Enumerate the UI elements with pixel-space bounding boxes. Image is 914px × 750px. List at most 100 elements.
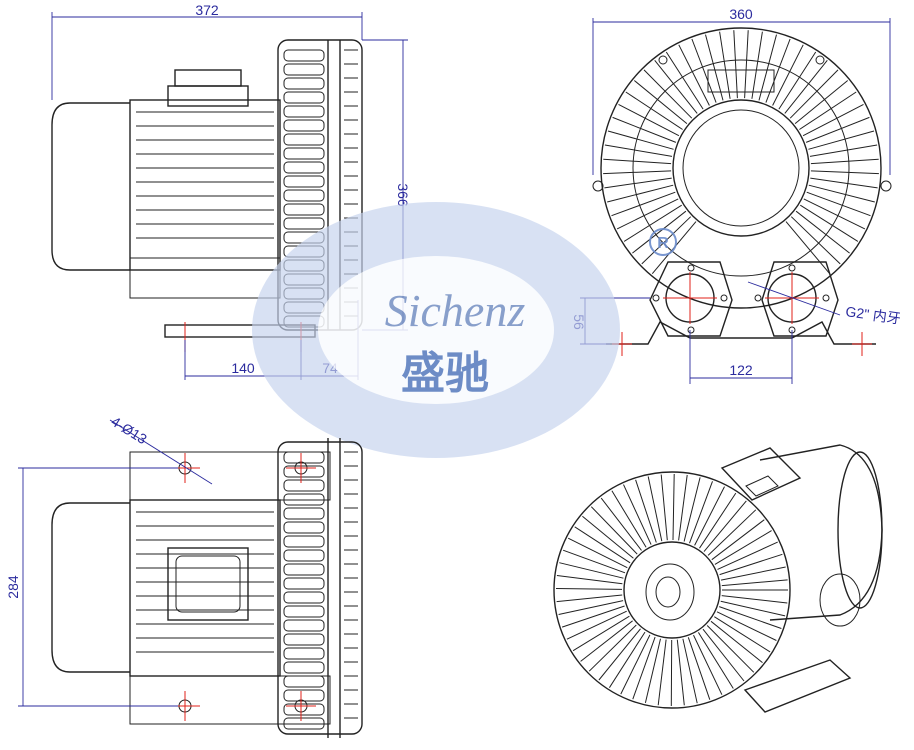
fin-line (618, 103, 680, 137)
rib (283, 217, 325, 230)
fin-line (808, 184, 875, 203)
fin-line (689, 481, 713, 544)
fin-line (806, 191, 871, 217)
fin-line (604, 177, 672, 189)
hub-outer (672, 99, 810, 237)
fin-line (758, 34, 777, 101)
fin-line (588, 624, 637, 672)
fin-line (802, 103, 864, 137)
fin-line (785, 221, 831, 275)
fin-line (603, 158, 672, 165)
rib (283, 147, 325, 160)
fin-line (706, 625, 755, 673)
rib (283, 549, 325, 562)
fin-line (635, 479, 657, 543)
fin-line (572, 615, 630, 652)
watermark-brand-cjk: 盛驰 (401, 348, 489, 399)
fin-line (691, 38, 717, 103)
fin-line (616, 198, 679, 230)
motor-fins-top (136, 511, 274, 653)
fin-line (604, 144, 673, 157)
fin-line (600, 497, 642, 551)
iso-hub-inner (645, 563, 695, 621)
fin-line (721, 579, 788, 587)
fin-line (556, 575, 623, 585)
fin-line (657, 639, 667, 706)
fin-line (697, 632, 734, 689)
fin-line (566, 610, 627, 640)
lug-top-right (815, 55, 825, 65)
motor-body (129, 99, 281, 271)
rib (283, 493, 325, 506)
fin-line (719, 31, 731, 99)
iso-base-foot (743, 659, 852, 713)
fin-line (643, 69, 693, 119)
dim-mount-span: 284 (5, 575, 21, 599)
rib (283, 563, 325, 576)
iso-hub-outer (623, 541, 721, 639)
inlet-flange (649, 261, 733, 337)
front-view: 360 56 122 G2" 内牙 (571, 6, 902, 384)
fin-line (810, 170, 879, 175)
fin-line (590, 506, 638, 555)
fin-line (620, 634, 651, 695)
fin-line (567, 537, 628, 569)
fin-line (654, 59, 698, 114)
rib (283, 605, 325, 618)
fin-line (799, 91, 857, 130)
fin-line (789, 69, 839, 119)
fin-line (574, 526, 631, 564)
fin-line (632, 210, 687, 254)
rib (283, 577, 325, 590)
fin-line (790, 216, 841, 265)
rib (283, 689, 325, 702)
rib (283, 535, 325, 548)
dim-side-width: 372 (195, 2, 219, 18)
terminal-box-top (707, 69, 775, 93)
rib (283, 175, 325, 188)
fin-line (778, 51, 817, 110)
rib (283, 675, 325, 688)
lug-top-left (658, 55, 668, 65)
isometric-view (553, 444, 883, 713)
terminal-box-top-view (167, 547, 249, 621)
fin-line (678, 474, 688, 541)
rib (283, 647, 325, 660)
fin-line (720, 600, 786, 617)
fin-line (784, 59, 828, 114)
top-view: 4-Ø13 284 (5, 413, 363, 738)
motor-lower-housing (129, 257, 281, 299)
fin-line (559, 562, 624, 579)
fin-line (703, 500, 747, 552)
fin-line (808, 130, 875, 150)
fin-line (699, 492, 737, 549)
rib (283, 619, 325, 632)
rib (283, 161, 325, 174)
fin-line (562, 549, 626, 574)
iso-housing-fins (555, 473, 788, 707)
fin-line (710, 620, 763, 663)
fin-line (555, 588, 623, 590)
housing-ribs-top (283, 451, 358, 730)
dim-front-width: 360 (729, 6, 753, 22)
rib (283, 133, 325, 146)
dim-side-height: 366 (395, 183, 411, 207)
fin-line (676, 639, 685, 706)
fin-line (603, 170, 672, 175)
fin-line (810, 158, 879, 165)
rib (283, 203, 325, 216)
housing-inner-ring (632, 59, 850, 277)
fin-line (580, 620, 633, 662)
fin-line (800, 204, 859, 242)
hole-leader (109, 419, 213, 485)
fin-line (707, 509, 757, 556)
rib (283, 189, 325, 202)
fin-line (633, 80, 688, 124)
rib (283, 105, 325, 118)
terminal-box-lid (174, 69, 242, 87)
motor-end-cap (51, 102, 130, 271)
fin-line (794, 80, 849, 124)
fin-line (665, 51, 704, 110)
iso-motor-endcap (837, 451, 883, 609)
